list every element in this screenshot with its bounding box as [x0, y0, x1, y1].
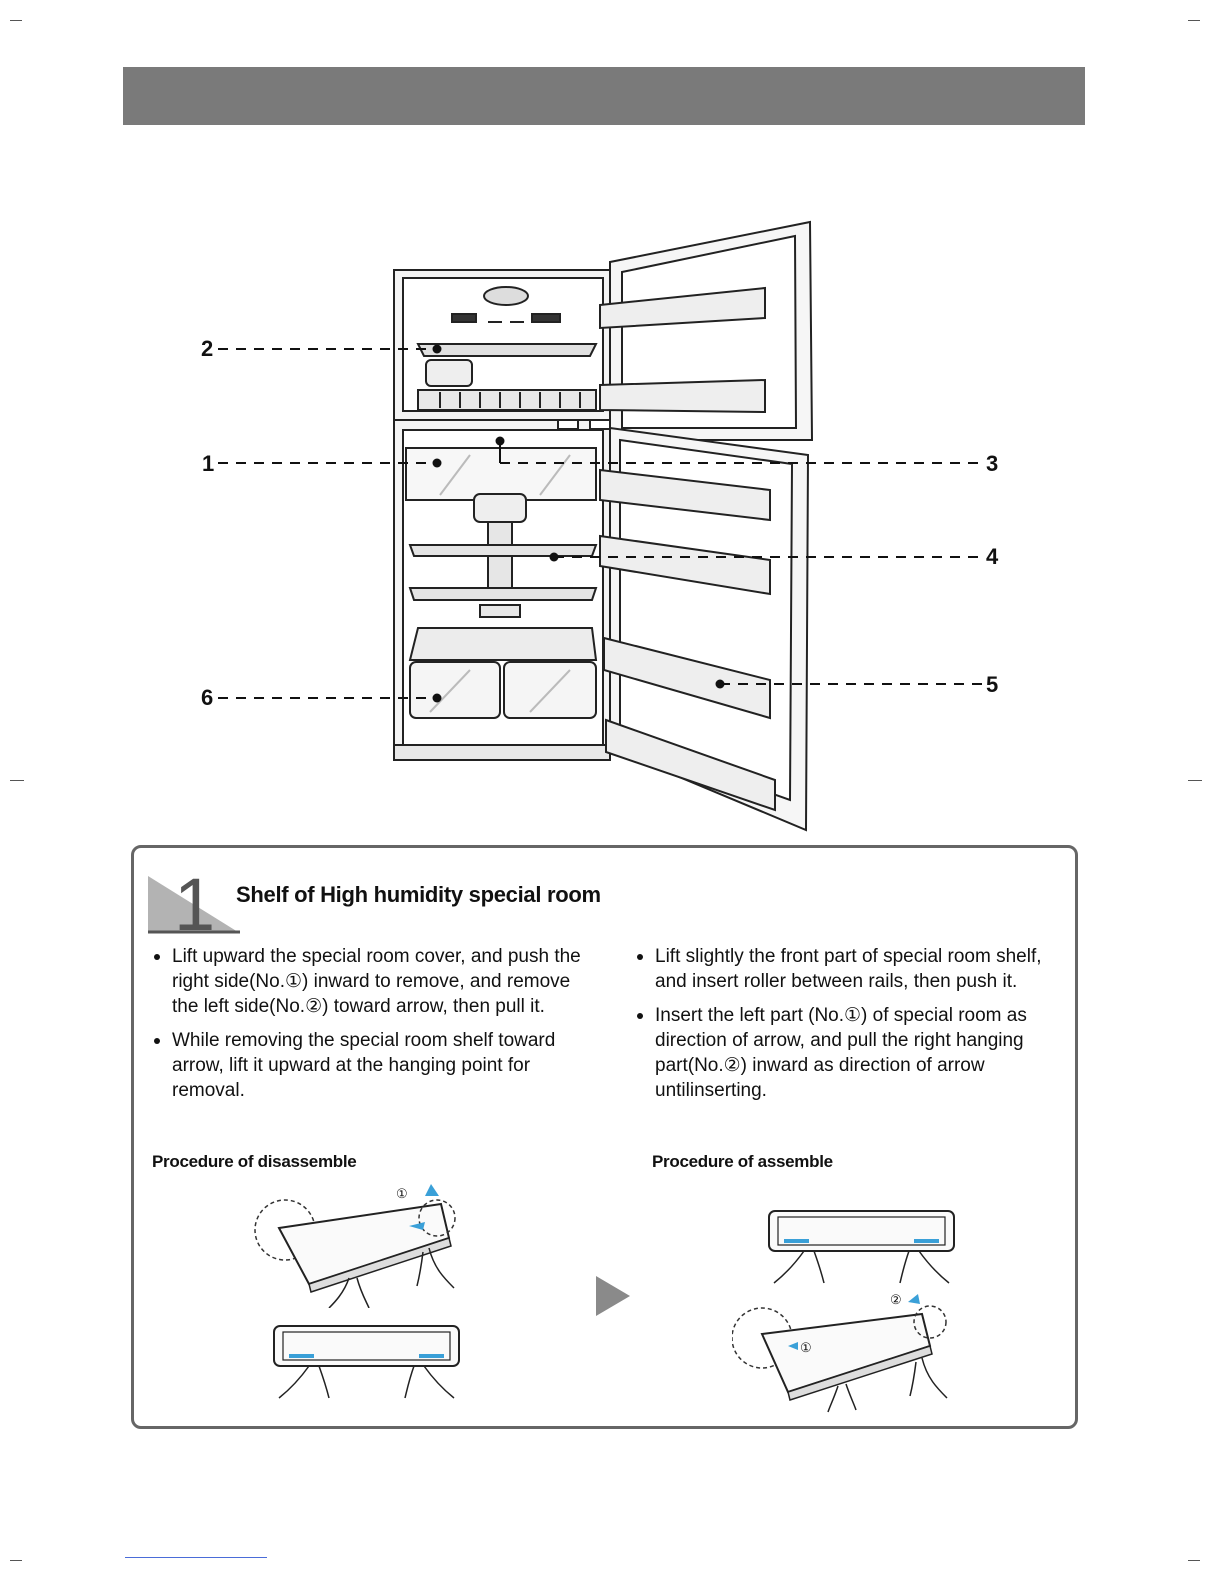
callout-4: 4 [986, 544, 999, 569]
disassemble-step-a-illustration: ① [254, 1184, 456, 1308]
disassemble-label: Procedure of disassemble [152, 1152, 357, 1171]
marker-2: ② [890, 1292, 902, 1307]
footer-rule [125, 1557, 267, 1558]
callout-5: 5 [986, 672, 999, 697]
assemble-step-b-illustration: ② ① [732, 1292, 948, 1413]
assemble-instructions: Lift slightly the front part of special … [631, 944, 1071, 1112]
callout-3: 3 [986, 451, 999, 476]
crop-mark [1188, 20, 1200, 21]
instruction-panel: 1 Shelf of High humidity special room Li… [131, 845, 1078, 1429]
assemble-step-a-illustration [768, 1210, 955, 1284]
marker-1: ① [396, 1186, 408, 1201]
crop-mark [1188, 1560, 1200, 1561]
marker-1: ① [800, 1340, 812, 1355]
assemble-label: Procedure of assemble [652, 1152, 833, 1171]
disassemble-step-b-illustration [273, 1325, 460, 1399]
step-number: 1 [174, 863, 215, 936]
crop-mark [10, 20, 22, 21]
header-bar [123, 67, 1085, 125]
crop-mark [10, 780, 24, 781]
instruction-bullet: While removing the special room shelf to… [148, 1028, 588, 1103]
instruction-bullet: Insert the left part (No.①) of special r… [631, 1003, 1071, 1103]
instruction-bullet: Lift slightly the front part of special … [631, 944, 1071, 994]
crop-mark [10, 1560, 22, 1561]
callout-6: 6 [201, 685, 214, 710]
step-title: Shelf of High humidity special room [236, 882, 601, 907]
refrigerator-diagram [218, 220, 984, 832]
crop-mark [1188, 780, 1202, 781]
disassemble-instructions: Lift upward the special room cover, and … [148, 944, 588, 1112]
instruction-bullet: Lift upward the special room cover, and … [148, 944, 588, 1019]
next-step-arrow-icon [596, 1276, 630, 1316]
step-number-badge: 1 [148, 863, 240, 936]
callout-1: 1 [202, 451, 215, 476]
callout-2: 2 [201, 336, 214, 361]
